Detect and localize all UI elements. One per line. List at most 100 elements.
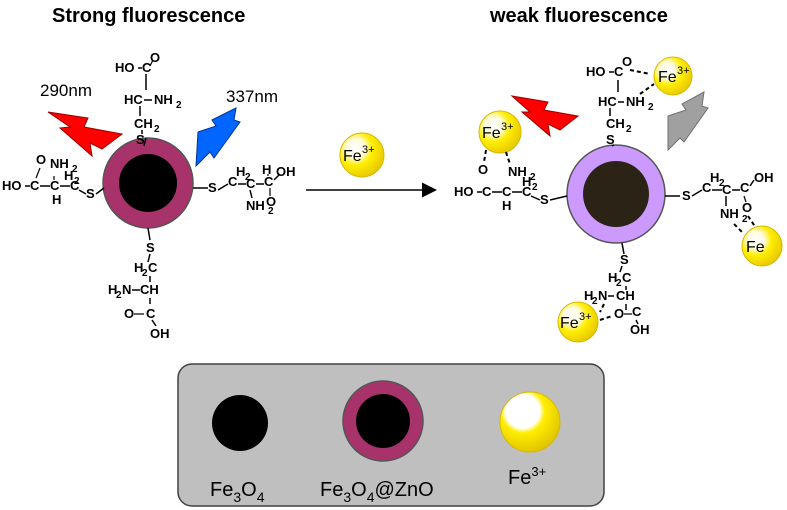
svg-text:H: H [710, 170, 719, 185]
svg-text:2: 2 [719, 178, 725, 189]
svg-text:OH: OH [276, 164, 296, 179]
left-nanoparticle [102, 137, 194, 229]
svg-text:C: C [146, 306, 156, 321]
wavelength-337: 337nm [226, 87, 278, 106]
legend-fe-ion-swatch [499, 391, 561, 453]
ligand-left-bottom: S H 2 C H 2 N CH O C OH [108, 227, 170, 341]
svg-text:S: S [620, 252, 629, 267]
svg-text:C: C [482, 184, 492, 199]
svg-text:Fe: Fe [746, 239, 765, 256]
svg-text:H: H [236, 164, 245, 179]
svg-text:OH: OH [630, 322, 650, 337]
svg-text:H: H [584, 288, 593, 303]
svg-text:CH: CH [606, 116, 625, 131]
svg-text:2: 2 [72, 164, 78, 175]
svg-text:Fe: Fe [482, 125, 501, 142]
svg-text:HO: HO [2, 178, 22, 193]
svg-text:C: C [722, 182, 732, 197]
svg-text:N: N [122, 282, 131, 297]
svg-text:2: 2 [532, 182, 538, 193]
svg-text:C: C [702, 180, 712, 195]
svg-text:C: C [70, 178, 80, 193]
ligand-right-left: Fe 3+ O NH 2 H 2 HO C C H C S [454, 110, 568, 213]
svg-text:H: H [522, 174, 531, 189]
reaction-arrow: Fe 3+ [306, 132, 437, 198]
svg-text:O: O [614, 306, 624, 321]
right-core [583, 161, 649, 227]
svg-text:N: N [598, 288, 607, 303]
svg-text:2: 2 [245, 172, 251, 183]
svg-text:3+: 3+ [579, 311, 592, 323]
svg-text:NH: NH [720, 206, 739, 221]
svg-text:2: 2 [142, 268, 148, 279]
svg-text:2: 2 [742, 214, 748, 225]
svg-text:NH: NH [154, 92, 173, 107]
ligand-left-right: S C H 2 C C H OH O NH 2 [193, 162, 296, 217]
svg-text:2: 2 [154, 124, 160, 135]
svg-text:Fe: Fe [658, 69, 677, 86]
svg-text:O: O [150, 50, 160, 65]
legend-fe-ion-label: Fe3+ [508, 464, 546, 489]
svg-text:H: H [108, 282, 117, 297]
title-strong-fluorescence: Strong fluorescence [52, 5, 245, 27]
red-bolt-right-icon [510, 95, 580, 138]
svg-text:C: C [622, 270, 632, 285]
svg-text:H: H [64, 168, 73, 183]
grey-bolt-icon [667, 91, 709, 152]
svg-text:C: C [740, 180, 750, 195]
svg-text:NH: NH [626, 94, 645, 109]
svg-text:S: S [540, 192, 549, 207]
svg-text:S: S [682, 188, 691, 203]
title-weak-fluorescence: weak fluorescence [489, 5, 668, 27]
svg-text:2: 2 [592, 296, 598, 307]
svg-text:2: 2 [268, 206, 274, 217]
svg-text:C: C [264, 174, 274, 189]
svg-text:C: C [148, 260, 158, 275]
arrow-fe-ion [339, 132, 385, 178]
ligand-left-top: HO C O HC NH 2 CH 2 S [115, 50, 182, 147]
left-core [119, 154, 177, 212]
svg-text:S: S [606, 132, 615, 147]
svg-text:O: O [266, 194, 276, 209]
svg-text:S: S [208, 180, 217, 195]
svg-text:H: H [608, 270, 617, 285]
svg-text:H: H [502, 198, 511, 213]
svg-text:2: 2 [648, 102, 654, 113]
svg-text:2: 2 [616, 278, 622, 289]
svg-text:S: S [136, 132, 145, 147]
svg-text:C: C [246, 176, 256, 191]
svg-text:HO: HO [115, 60, 135, 75]
svg-text:3+: 3+ [677, 65, 690, 77]
ligand-left-side: NH 2 H 2 HO C O C H C S [2, 152, 105, 207]
svg-text:HO: HO [586, 64, 606, 79]
svg-text:C: C [50, 178, 60, 193]
legend-core-shell-label: Fe3O4@ZnO [320, 479, 434, 505]
ligand-right-right: S C H 2 C C OH O NH 2 Fe [665, 170, 783, 267]
right-nanoparticle [566, 144, 666, 244]
ligand-right-bottom: S H 2 C H 2 N CH O C OH Fe 3+ [557, 242, 650, 343]
svg-text:NH: NH [246, 198, 265, 213]
svg-text:C: C [228, 174, 238, 189]
svg-text:C: C [614, 64, 624, 79]
svg-text:C: C [522, 184, 532, 199]
legend-box: Fe3O4 Fe3O4@ZnO Fe3+ [177, 363, 605, 507]
arrow-fe-label: Fe [343, 148, 362, 165]
svg-text:S: S [146, 240, 155, 255]
svg-text:S: S [86, 186, 95, 201]
svg-text:C: C [142, 60, 152, 75]
svg-text:H: H [52, 192, 61, 207]
svg-text:OH: OH [150, 326, 170, 341]
blue-bolt-icon [195, 107, 241, 168]
svg-text:CH: CH [134, 116, 153, 131]
svg-text:OH: OH [754, 170, 774, 185]
svg-text:O: O [124, 306, 134, 321]
svg-text:O: O [478, 162, 488, 177]
svg-text:3+: 3+ [362, 144, 375, 156]
legend-fe3o4-label: Fe3O4 [210, 479, 265, 505]
svg-text:O: O [742, 200, 752, 215]
svg-text:2: 2 [530, 172, 536, 183]
svg-text:HO: HO [454, 184, 474, 199]
svg-text:C: C [632, 304, 642, 319]
